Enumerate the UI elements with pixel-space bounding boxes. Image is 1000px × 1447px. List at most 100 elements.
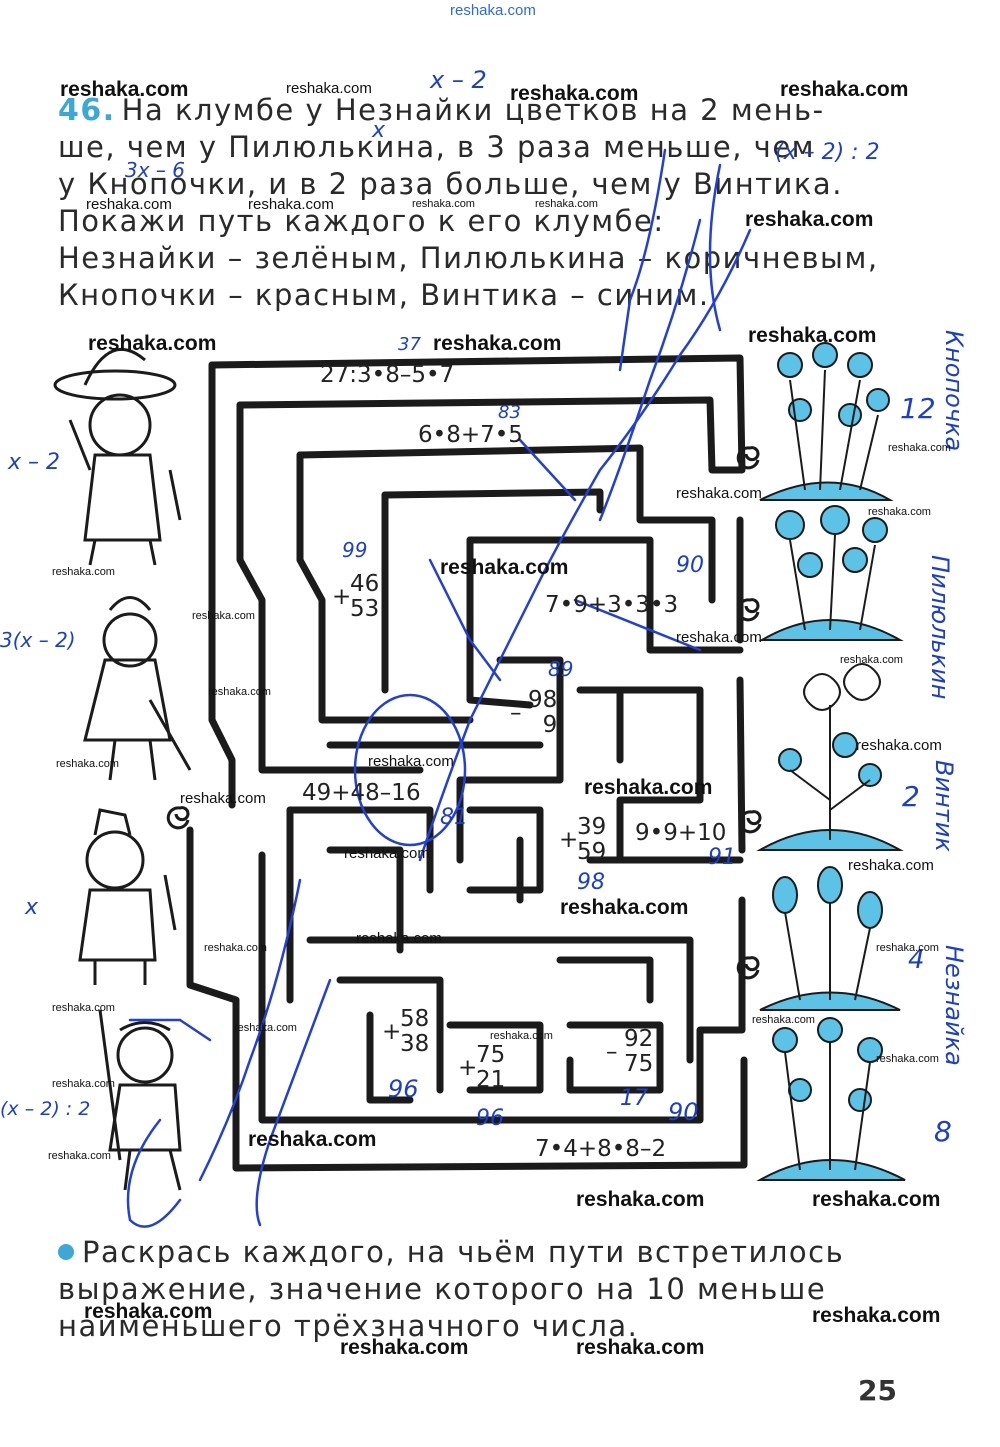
hw-x-left: x xyxy=(25,895,39,920)
hw-2: 2 xyxy=(902,780,920,813)
expr-4: 49+48–16 xyxy=(302,780,421,806)
hw-12: 12 xyxy=(900,392,936,425)
watermark: reshaka.com xyxy=(56,758,119,770)
watermark: reshaka.com xyxy=(60,78,189,101)
watermark: reshaka.com xyxy=(812,1188,941,1211)
watermark: reshaka.com xyxy=(368,753,454,770)
watermark: reshaka.com xyxy=(248,196,334,213)
expr-1: 27:3•8–5•7 xyxy=(320,362,455,388)
watermark: reshaka.com xyxy=(52,1078,115,1090)
hw-96-left: 96 xyxy=(388,1075,419,1103)
hw-x-minus-2-top: x – 2 xyxy=(430,66,487,94)
hw-90-bottom: 90 xyxy=(668,1098,699,1126)
hw-90-mid: 90 xyxy=(676,553,704,578)
watermark: reshaka.com xyxy=(208,686,271,698)
watermark: reshaka.com xyxy=(412,198,475,210)
hw-81: 81 xyxy=(440,805,468,830)
hw-x-top: x xyxy=(372,118,386,143)
hw-91: 91 xyxy=(708,845,736,870)
expr-5: 9•9+10 xyxy=(635,820,727,846)
watermark: reshaka.com xyxy=(576,1336,705,1359)
task-line-6: Кнопочки – красным, Винтика – синим. xyxy=(58,278,710,312)
watermark: reshaka.com xyxy=(356,930,442,947)
watermark: reshaka.com xyxy=(876,1053,939,1065)
watermark: reshaka.com xyxy=(52,1002,115,1014)
task-number: 46. xyxy=(58,93,116,128)
watermark: reshaka.com xyxy=(84,1300,213,1323)
watermark: reshaka.com xyxy=(780,78,909,101)
watermark: reshaka.com xyxy=(876,942,939,954)
watermark: reshaka.com xyxy=(510,82,639,105)
characters xyxy=(53,348,192,1191)
watermark: reshaka.com xyxy=(840,654,903,666)
hw-89: 89 xyxy=(548,657,574,681)
hw-name-knopochka: Кнопочка xyxy=(940,330,968,452)
watermark: reshaka.com xyxy=(560,896,689,919)
watermark: reshaka.com xyxy=(48,1150,111,1162)
task-line-3: у Кнопочки, и в 2 раза больше, чем у Вин… xyxy=(58,167,843,201)
watermark: reshaka.com xyxy=(856,737,942,754)
task-line-2: ше, чем у Пилюлькина, в 3 раза меньше, ч… xyxy=(58,130,816,164)
site-url[interactable]: reshaka.com xyxy=(450,2,536,19)
watermark: reshaka.com xyxy=(88,332,217,355)
hw-8: 8 xyxy=(934,1115,952,1148)
hw-3x-minus-6: 3x – 6 xyxy=(125,158,185,182)
watermark: reshaka.com xyxy=(745,208,874,231)
watermark: reshaka.com xyxy=(192,610,255,622)
hw-name-pilyulkin: Пилюлькин xyxy=(926,555,954,700)
watermark: reshaka.com xyxy=(286,80,372,97)
watermark: reshaka.com xyxy=(812,1304,941,1327)
watermark: reshaka.com xyxy=(180,790,266,807)
watermark: reshaka.com xyxy=(868,506,931,518)
watermark: reshaka.com xyxy=(344,845,430,862)
watermark: reshaka.com xyxy=(248,1128,377,1151)
hw-name-neznaika: Незнайка xyxy=(940,945,968,1066)
hw-99: 99 xyxy=(342,538,368,562)
page-number: 25 xyxy=(858,1374,897,1407)
task-text: 46.На клумбе у Незнайки цветков на 2 мен… xyxy=(58,92,900,314)
hw-83: 83 xyxy=(498,402,521,423)
instruction-line-2: выражение, значение которого на 10 меньш… xyxy=(58,1272,827,1306)
watermark: reshaka.com xyxy=(52,566,115,578)
hw-x-minus-2-left: x – 2 xyxy=(8,450,61,475)
instruction-line-1: Раскрась каждого, на чьём пути встретило… xyxy=(58,1234,900,1271)
watermark: reshaka.com xyxy=(433,332,562,355)
task-line-4: Покажи путь каждого к его клумбе: xyxy=(58,204,665,238)
watermark: reshaka.com xyxy=(535,198,598,210)
watermark: reshaka.com xyxy=(584,776,713,799)
flower-beds xyxy=(756,342,906,1181)
watermark: reshaka.com xyxy=(676,629,762,646)
hw-x-minus-2-div-2-left: (x – 2) : 2 xyxy=(0,1098,91,1120)
watermark: reshaka.com xyxy=(204,942,267,954)
watermark: reshaka.com xyxy=(340,1336,469,1359)
expr-2: 6•8+7•5 xyxy=(418,422,523,448)
task-line-5: Незнайки – зелёным, Пилюлькина – коричне… xyxy=(58,241,879,275)
watermark: reshaka.com xyxy=(848,857,934,874)
hw-96-mid: 96 xyxy=(476,1106,504,1131)
watermark: reshaka.com xyxy=(440,556,569,579)
hw-3-x-minus-2-left: 3(x – 2) xyxy=(0,628,76,652)
hw-name-vintik: Винтик xyxy=(930,760,958,852)
hw-98: 98 xyxy=(577,870,605,895)
watermark: reshaka.com xyxy=(86,196,172,213)
watermark: reshaka.com xyxy=(752,1014,815,1026)
instruction-line-3: наименьшего трёхзначного числа. xyxy=(58,1309,639,1343)
hw-4: 4 xyxy=(908,945,925,975)
watermark: reshaka.com xyxy=(888,442,951,454)
watermark: reshaka.com xyxy=(748,324,877,347)
watermark: reshaka.com xyxy=(490,1030,553,1042)
hw-x-minus-2-div-2: (x – 2) : 2 xyxy=(775,140,880,165)
watermark: reshaka.com xyxy=(234,1022,297,1034)
watermark: reshaka.com xyxy=(676,485,762,502)
bullet-dot xyxy=(58,1244,74,1260)
instruction-text: Раскрась каждого, на чьём пути встретило… xyxy=(58,1234,900,1345)
task-line-1: 46.На клумбе у Незнайки цветков на 2 мен… xyxy=(58,93,825,128)
hw-17: 17 xyxy=(620,1086,648,1111)
hw-37: 37 xyxy=(398,334,421,355)
